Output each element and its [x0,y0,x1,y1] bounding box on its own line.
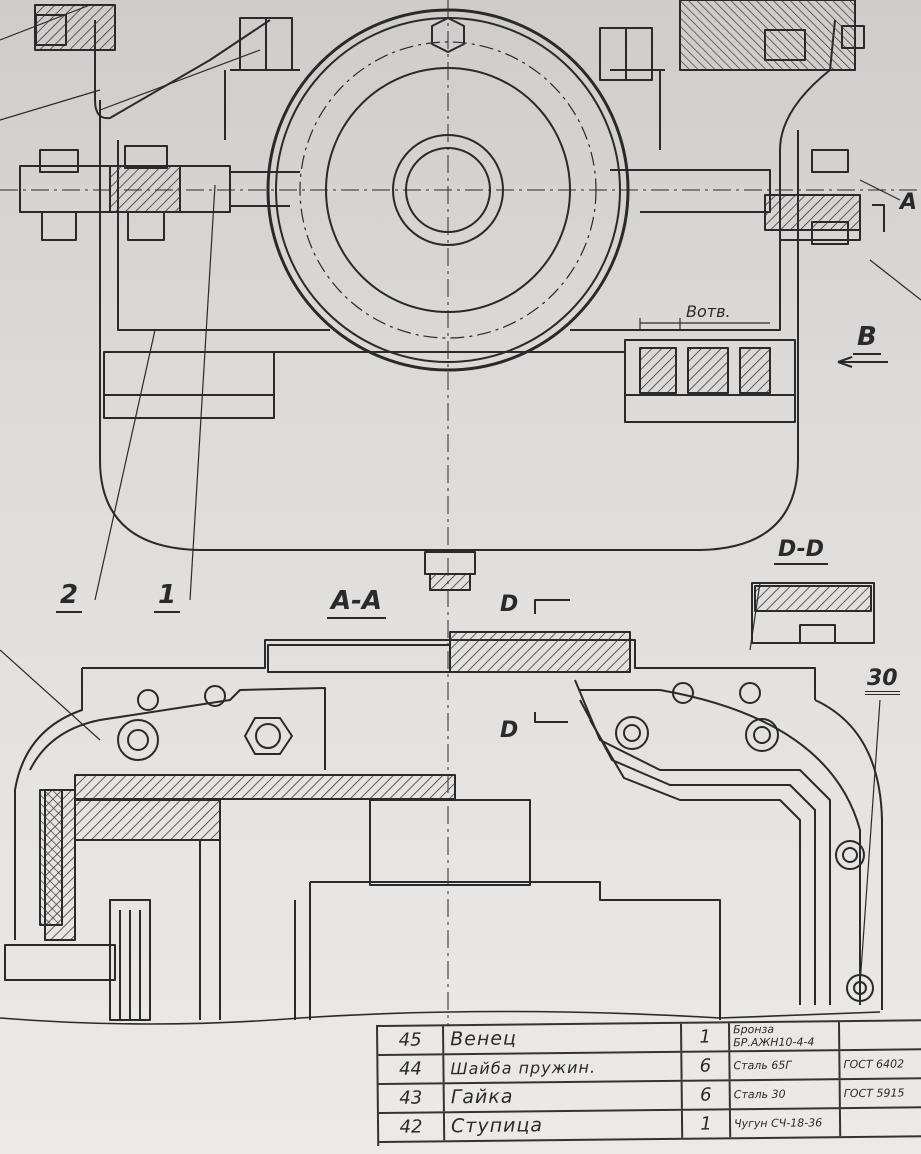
section-dd-detail [749,582,875,651]
section-aa-view [0,599,883,1025]
leader-label-30: 30 [865,666,900,695]
standard-cell: ГОСТ 6402 [843,1057,905,1072]
qty-cell: 1 [682,1110,732,1138]
material-cell: Сталь 30 [730,1080,841,1109]
standard-cell [840,1021,921,1049]
material-cell: Чугун СЧ-18-36 [730,1109,842,1138]
dim-b-otv-label: Bотв. [686,302,731,321]
name-cell: Гайка [444,1081,683,1112]
material-cell: Сталь 65Г [730,1051,841,1080]
view-b-label: B [853,322,881,355]
leader-label-2: 2 [56,580,83,613]
name-cell: Венец [444,1023,683,1054]
cut-a-right-label: A [900,190,918,215]
section-aa-title: A-A [327,586,387,619]
pos-cell: 45 [378,1026,445,1054]
upper-view [0,0,921,1025]
qty-cell: 1 [682,1023,731,1051]
qty-cell: 6 [682,1081,731,1109]
material-cell: Бронза БР.АЖН10-4-4 [730,1022,841,1051]
pos-cell: 42 [378,1113,446,1141]
standard-cell [841,1108,921,1136]
name-cell: Ступица [444,1110,684,1141]
parts-table: 45 Венец 1 Бронза БР.АЖН10-4-4 44 Шайба … [376,1019,921,1146]
qty-cell: 6 [682,1052,731,1080]
standard-cell: ГОСТ 5915 [843,1086,905,1101]
section-dd-title: D-D [774,537,829,565]
cut-d-top-label: D [500,592,519,617]
name-cell: Шайба пружин. [444,1052,683,1083]
pos-cell: 43 [378,1084,445,1112]
leader-label-1: 1 [154,580,181,613]
table-row: 42 Ступица 1 Чугун СЧ-18-36 [378,1108,921,1143]
cut-d-bottom-label: D [500,718,519,743]
pos-cell: 44 [378,1055,445,1083]
